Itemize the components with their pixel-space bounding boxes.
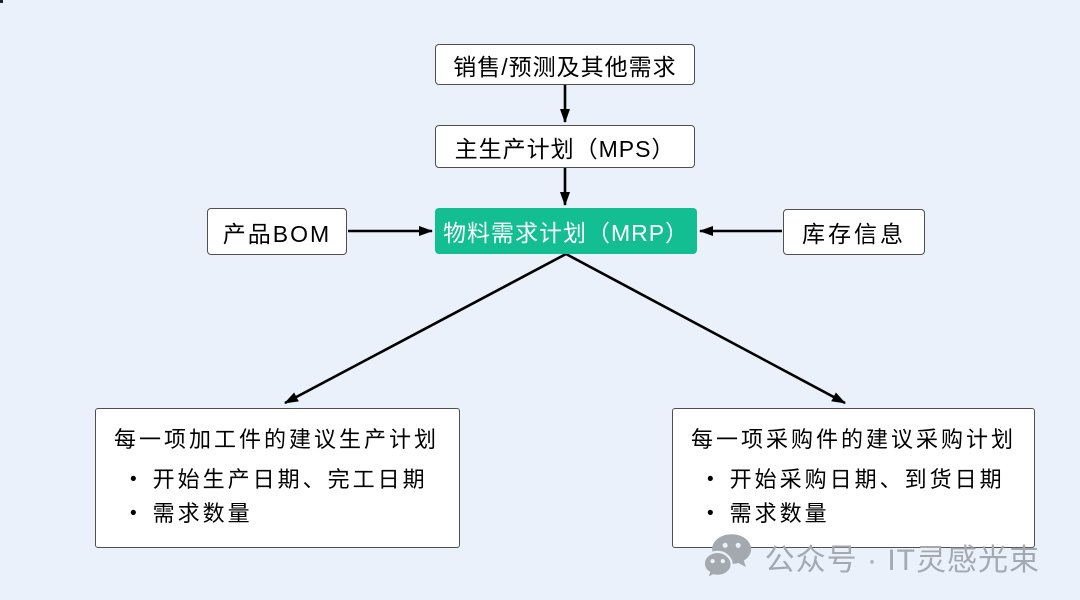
bullet-text: 开始生产日期、完工日期	[152, 467, 428, 492]
bullet-item: • 开始生产日期、完工日期	[114, 463, 449, 497]
node-inventory-info: 库存信息	[783, 209, 925, 255]
node-label: 销售/预测及其他需求	[453, 53, 677, 80]
node-label: 产品BOM	[222, 220, 332, 247]
bullet-text: 需求数量	[152, 501, 253, 526]
wechat-icon	[702, 534, 751, 580]
watermark: 公众号 · IT灵感光束	[701, 533, 1040, 580]
node-label: 主生产计划（MPS）	[454, 135, 676, 162]
node-title: 每一项加工件的建议生产计划	[114, 427, 440, 452]
corner-artifact	[0, 0, 3, 3]
node-label: 物料需求计划（MRP）	[442, 220, 690, 246]
bullet-marker: •	[707, 469, 717, 490]
node-label: 库存信息	[802, 221, 906, 247]
bullet-marker: •	[707, 503, 717, 524]
arrow-mrp-to-purchase	[565, 252, 846, 405]
bullet-text: 需求数量	[729, 501, 830, 526]
node-master-production-schedule: 主生产计划（MPS）	[435, 125, 695, 168]
watermark-text: 公众号 · IT灵感光束	[764, 543, 1040, 577]
node-suggested-purchase-plan: 每一项采购件的建议采购计划 • 开始采购日期、到货日期 • 需求数量	[672, 408, 1035, 548]
bullet-text: 开始采购日期、到货日期	[729, 467, 1005, 492]
bullet-item: • 开始采购日期、到货日期	[691, 463, 1024, 497]
bullet-marker: •	[130, 503, 140, 524]
bullet-item: • 需求数量	[114, 497, 449, 531]
node-product-bom: 产品BOM	[207, 208, 347, 255]
bullet-marker: •	[130, 469, 140, 490]
node-sales-forecast-demand: 销售/预测及其他需求	[435, 44, 695, 85]
arrow-mrp-to-production	[284, 252, 567, 405]
node-suggested-production-plan: 每一项加工件的建议生产计划 • 开始生产日期、完工日期 • 需求数量	[95, 408, 460, 548]
node-material-requirements-planning: 物料需求计划（MRP）	[435, 208, 697, 254]
node-title: 每一项采购件的建议采购计划	[691, 427, 1017, 452]
bullet-item: • 需求数量	[691, 497, 1024, 531]
